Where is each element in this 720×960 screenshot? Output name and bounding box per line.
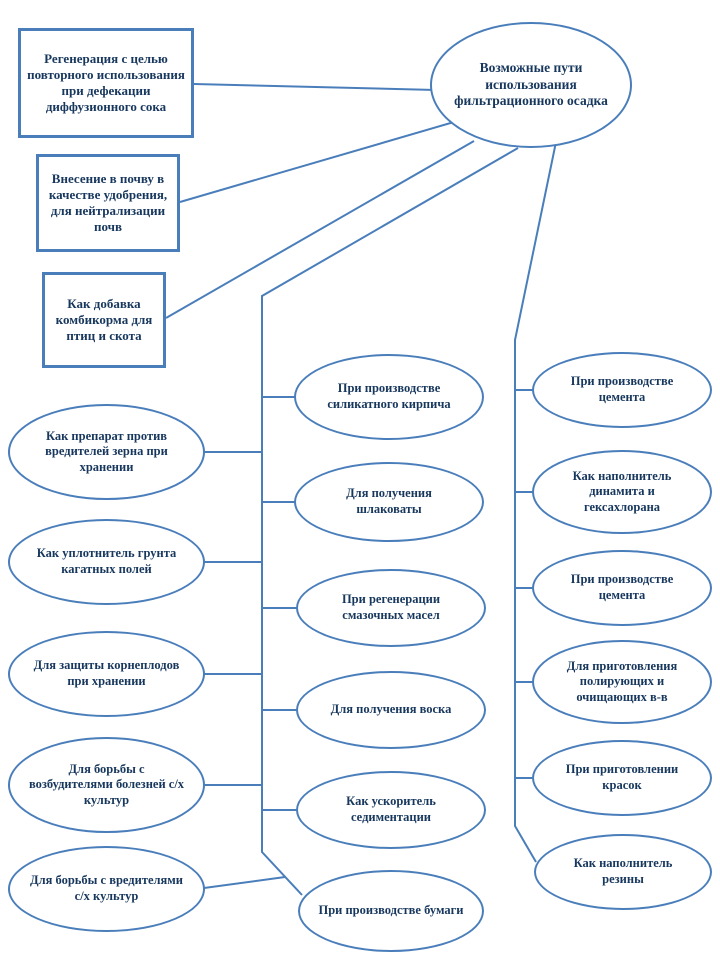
node-label: Для приготовления полирующих и очищающих… (566, 658, 678, 704)
node-label: Как наполнитель резины (573, 856, 673, 886)
node-soil-compactor: Как уплотнитель грунта кагатных полей (8, 519, 205, 605)
node-label: Как уплотнитель грунта кагатных полей (36, 546, 177, 576)
node-label: При производстве цемента (570, 374, 674, 404)
node-label: Как препарат против вредителей зерна при… (45, 428, 168, 474)
node-cement-production-2: При производстве цемента (532, 550, 712, 626)
node-label: Для борьбы с возбудителями болезней с/х … (28, 761, 185, 807)
node-root-crop-protection: Для защиты корнеплодов при хранении (8, 631, 205, 717)
node-slag-wool: Для получения шлаковаты (294, 462, 484, 542)
node-crop-disease-control: Для борьбы с возбудителями болезней с/х … (8, 737, 205, 833)
node-label: Для получения воска (330, 702, 452, 717)
connector-line (514, 141, 557, 863)
node-label: При производстве силикатного кирпича (327, 381, 451, 411)
node-polishing-agents: Для приготовления полирующих и очищающих… (532, 640, 712, 724)
node-label: Возможные пути использования фильтрацион… (454, 59, 608, 109)
node-label: Для борьбы с вредителями с/х культур (30, 873, 183, 903)
node-label: При приготовлении красок (565, 762, 679, 792)
node-label: Как наполнитель динамита и гексахлорана (572, 468, 672, 514)
node-rubber-filler: Как наполнитель резины (534, 834, 712, 910)
connector-line (203, 876, 286, 889)
node-label: Как добавка комбикорма для птиц и скота (55, 295, 153, 344)
node-crop-pest-control: Для борьбы с вредителями с/х культур (8, 846, 205, 932)
node-soil-fertilizer: Внесение в почву в качестве удобрения, д… (36, 154, 180, 252)
node-label: При производстве цемента (570, 572, 674, 602)
node-label: При регенерации смазочных масел (341, 592, 441, 622)
node-wax-production: Для получения воска (296, 671, 486, 749)
node-label: Для защиты корнеплодов при хранении (33, 658, 180, 688)
node-paper-production: При производстве бумаги (298, 870, 484, 952)
connector-line (261, 147, 519, 896)
node-label: При производстве бумаги (318, 903, 464, 918)
node-feed-additive: Как добавка комбикорма для птиц и скота (42, 272, 166, 368)
connector-line (193, 83, 437, 91)
node-label: Регенерация с целью повторного использов… (27, 50, 185, 115)
node-lubricant-regeneration: При регенерации смазочных масел (296, 569, 486, 647)
node-label: Внесение в почву в качестве удобрения, д… (48, 170, 168, 235)
node-silicate-brick: При производстве силикатного кирпича (294, 354, 484, 440)
node-grain-pest-preparation: Как препарат против вредителей зерна при… (8, 404, 205, 500)
node-label: Для получения шлаковаты (346, 486, 432, 516)
node-central-uses: Возможные пути использования фильтрацион… (430, 22, 632, 148)
node-sedimentation-accelerator: Как ускоритель седиментации (296, 771, 486, 849)
connector-line (179, 121, 455, 203)
connector-line (165, 140, 475, 319)
node-regeneration-reuse: Регенерация с целью повторного использов… (18, 28, 194, 138)
node-label: Как ускоритель седиментации (346, 794, 436, 824)
node-paint-preparation: При приготовлении красок (532, 740, 712, 816)
node-cement-production-1: При производстве цемента (532, 352, 712, 428)
node-filler-dynamite: Как наполнитель динамита и гексахлорана (532, 450, 712, 534)
